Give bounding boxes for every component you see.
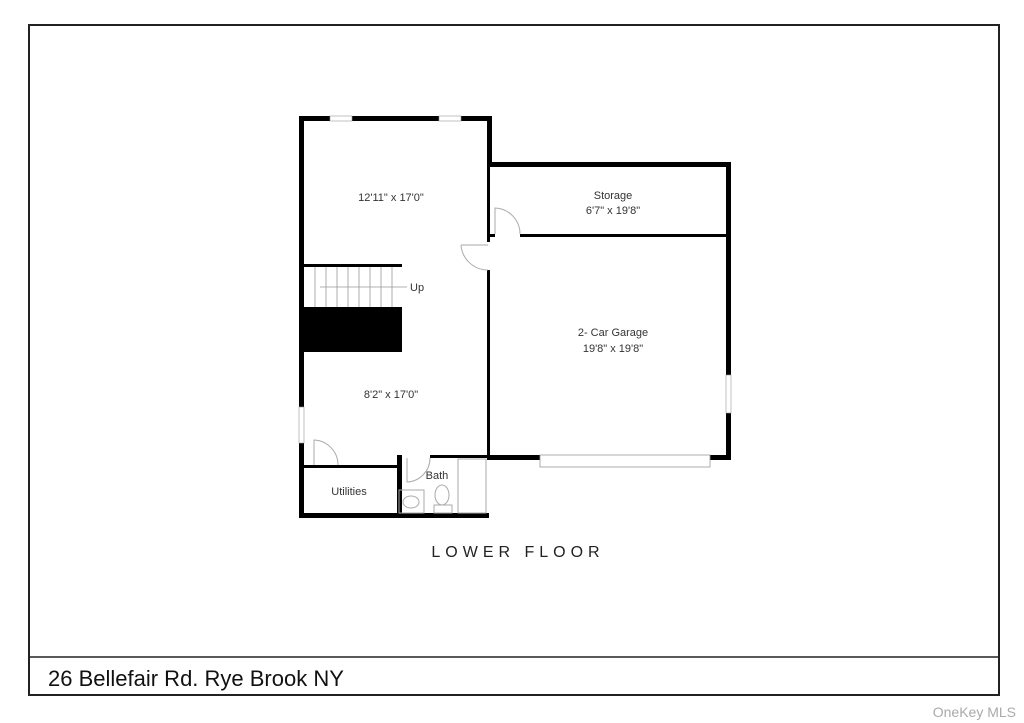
stairs-up-label: Up <box>410 282 424 294</box>
room-1-dims: 12'11" x 17'0" <box>358 192 424 204</box>
garage-dims: 19'8" x 19'8" <box>583 343 643 355</box>
watermark: OneKey MLS <box>933 704 1016 720</box>
bath-name: Bath <box>426 470 449 482</box>
door-swings <box>313 207 521 514</box>
room-2-dims: 8'2" x 17'0" <box>364 389 418 401</box>
address: 26 Bellefair Rd. Rye Brook NY <box>48 666 344 691</box>
outer-frame <box>28 24 1000 696</box>
storage-dims: 6'7" x 19'8" <box>586 205 640 217</box>
utilities-name: Utilities <box>331 486 367 498</box>
floor-title: LOWER FLOOR <box>431 544 604 561</box>
walls <box>298 115 732 518</box>
storage-name: Storage <box>594 190 633 202</box>
garage-name: 2- Car Garage <box>578 327 648 339</box>
stair-treads <box>314 267 407 307</box>
